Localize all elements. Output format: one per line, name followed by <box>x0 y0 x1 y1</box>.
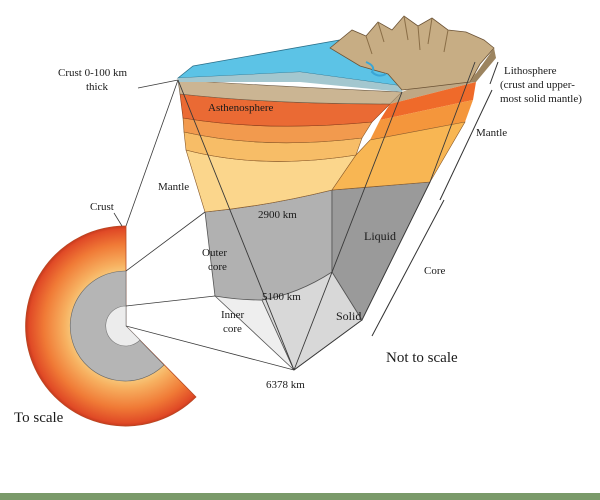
lithosphere-label: Lithosphere <box>504 65 557 77</box>
mantle-side-mid <box>370 100 473 140</box>
core-label: Core <box>424 265 446 277</box>
inner-core-label-line2: core <box>223 323 242 335</box>
crust-thickness-label: Crust 0-100 km <box>58 67 128 79</box>
to-scale-section <box>25 225 197 427</box>
depth-6378-label: 6378 km <box>266 379 305 391</box>
connector-center <box>125 325 295 371</box>
solid-label: Solid <box>336 309 361 323</box>
inner-core-circle-slice <box>105 305 141 347</box>
mantle-left-label: Mantle <box>158 181 189 193</box>
connector-5100 <box>125 295 216 307</box>
crust-pointer <box>113 212 123 227</box>
ocean-floor <box>178 72 402 92</box>
depth-2900-label: 2900 km <box>258 209 297 221</box>
to-scale-label: To scale <box>14 410 64 426</box>
crust-label: Crust <box>90 201 114 213</box>
crust-thickness-label-line2: thick <box>86 81 108 93</box>
right-brackets <box>371 61 499 337</box>
land-side-face <box>470 48 496 82</box>
connector-2900 <box>125 211 206 272</box>
lithosphere-label-line3: most solid mantle) <box>500 93 582 105</box>
mantle-right-label: Mantle <box>476 127 507 139</box>
outer-core-label-line2: core <box>208 261 227 273</box>
wedge-edges <box>177 61 476 371</box>
asthenosphere-label: Asthenosphere <box>208 102 273 114</box>
mantle-side-lower <box>331 121 466 191</box>
lithosphere-bracket <box>489 61 499 85</box>
liquid-label: Liquid <box>364 229 396 243</box>
depth-5100-label: 5100 km <box>262 291 301 303</box>
connector-surface <box>125 79 179 227</box>
inner-core-label: Inner <box>221 309 245 321</box>
lithosphere-label-line2: (crust and upper- <box>500 79 575 91</box>
river <box>365 61 387 77</box>
crust-thickness-pointer <box>137 79 179 89</box>
outer-core-label: Outer <box>202 247 227 259</box>
core-bracket <box>371 199 445 337</box>
connector-lines <box>113 79 295 371</box>
asthenosphere-side <box>380 82 476 120</box>
not-to-scale-label: Not to scale <box>386 350 458 366</box>
cross-section-wedge <box>176 15 496 371</box>
footer-band <box>0 493 600 500</box>
labels: Crust 0-100 km thick Asthenosphere Litho… <box>14 65 582 426</box>
mountain-ridges <box>365 15 449 55</box>
mantle-bracket <box>439 89 493 201</box>
